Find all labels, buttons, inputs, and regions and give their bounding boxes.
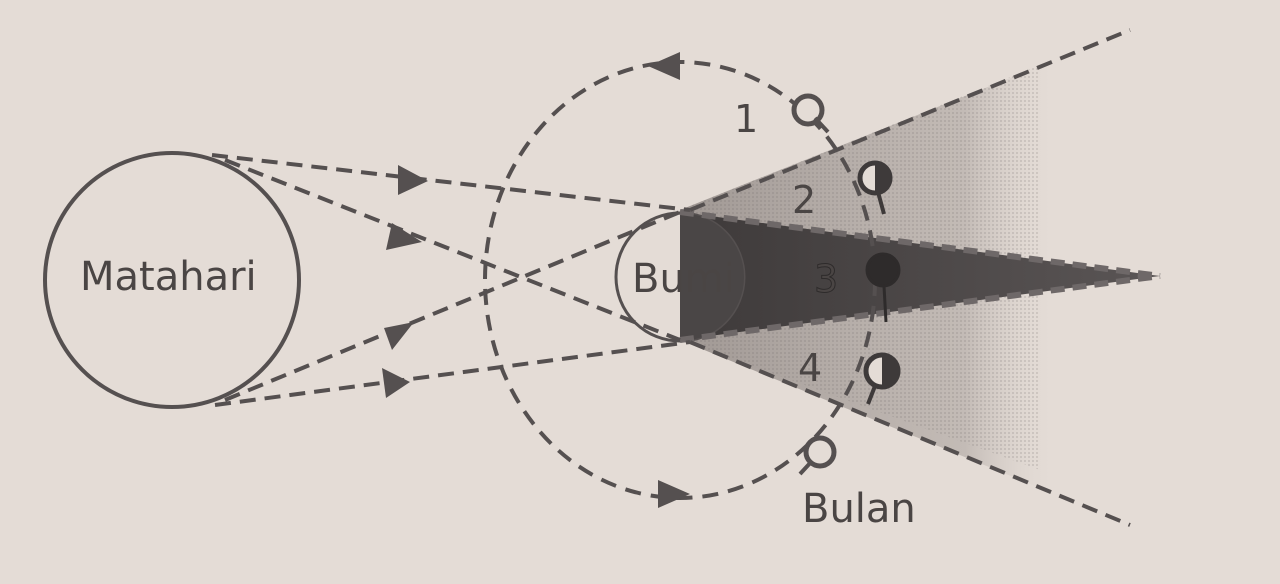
- moon-position-3: [865, 252, 901, 323]
- sun: [43, 151, 301, 409]
- moon-position-bulan: [798, 435, 837, 476]
- sun-label: Matahari: [80, 254, 257, 300]
- moon-position-2: [857, 160, 893, 215]
- position-label-2: 2: [792, 178, 816, 222]
- position-label-3: 3: [814, 257, 838, 301]
- ray-arrowheads: [382, 165, 428, 398]
- moon-position-1: [791, 93, 830, 134]
- umbra-region: [680, 212, 1160, 340]
- earth: [614, 211, 746, 343]
- light-rays: [211, 28, 1131, 527]
- position-label-4: 4: [798, 346, 822, 390]
- orbit-arrowheads: [648, 52, 690, 508]
- umbra-edges: [679, 209, 1161, 343]
- moon-position-4: [863, 352, 901, 405]
- earth-label: Bumi: [632, 256, 735, 302]
- position-label-1: 1: [734, 97, 758, 141]
- moon-label: Bulan: [802, 486, 916, 532]
